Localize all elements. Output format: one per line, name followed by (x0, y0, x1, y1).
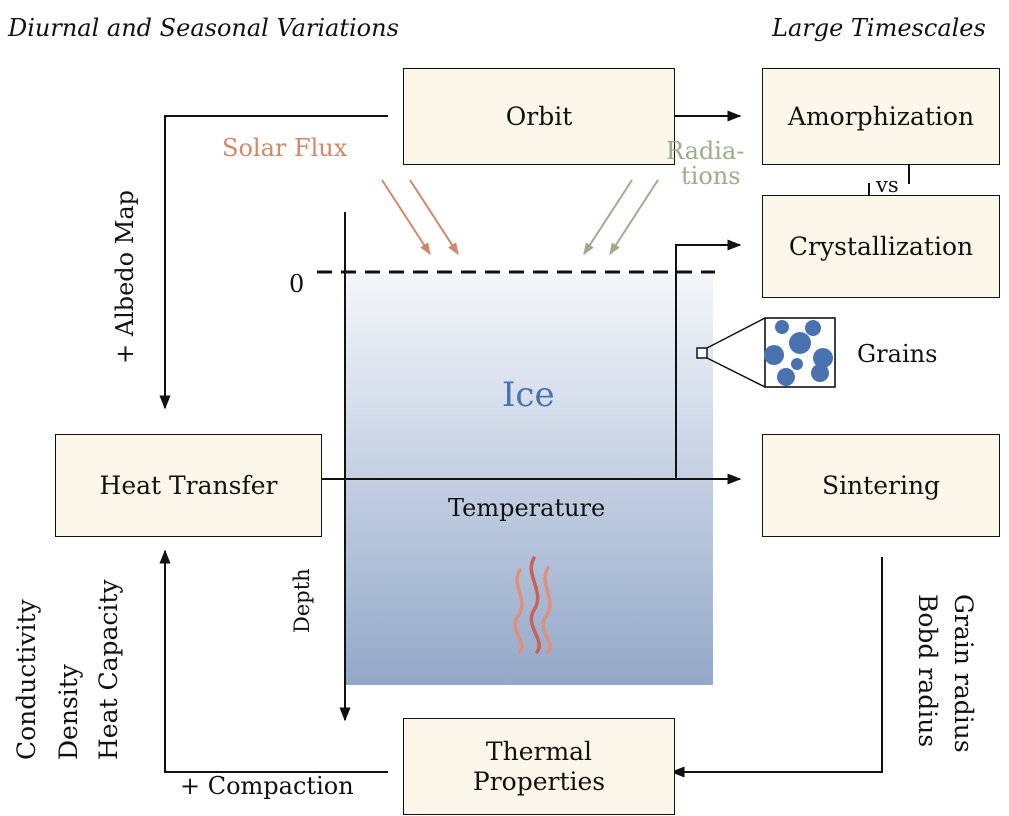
crystallization-label: Crystallization (788, 231, 974, 261)
orbit-label: Orbit (505, 101, 573, 131)
heat-capacity-label: Heat Capacity (94, 579, 123, 760)
vs-label: vs (876, 173, 899, 197)
solar-flux-arrow (409, 179, 459, 256)
depth-label: Depth (290, 568, 314, 633)
sintering-label: Sintering (821, 470, 941, 500)
grain-radius-label: Grain radius (949, 594, 978, 753)
heat-transfer-label: Heat Transfer (99, 470, 278, 500)
header-left: Diurnal and Seasonal Variations (8, 14, 399, 42)
solar-flux-arrow (381, 179, 431, 256)
temperature-label: Temperature (448, 494, 606, 522)
solar-flux-label: Solar Flux (222, 134, 348, 162)
radiation-arrow (583, 179, 633, 256)
density-label: Density (54, 664, 83, 760)
grains-label: Grains (857, 340, 938, 368)
temperature-to-crystallization-arrow (675, 239, 742, 479)
thermal-properties-label-line1: Thermal (485, 736, 593, 766)
grain-particles (764, 320, 833, 386)
radiations-label-line2: tions (681, 162, 741, 190)
surface-zero-label: 0 (289, 270, 305, 298)
albedo-map-label: + Albedo Map (111, 190, 139, 364)
thermal-properties-to-heat-transfer-arrow (159, 549, 388, 773)
sintering-to-thermal-properties-arrow (670, 557, 883, 778)
orbit-box: Orbit (403, 68, 675, 165)
radiations-label-line1: Radia- (666, 137, 745, 165)
radiation-arrow (609, 179, 659, 256)
sintering-box: Sintering (762, 434, 1000, 537)
conductivity-label: Conductivity (12, 599, 41, 760)
amorphization-label: Amorphization (787, 101, 975, 131)
thermal-properties-box: Thermal Properties (403, 718, 675, 815)
orbit-to-heat-transfer-arrow (159, 115, 388, 410)
heat-waves-icon (513, 556, 552, 654)
grains-magnifier (696, 317, 836, 388)
magnifier-line (706, 317, 766, 349)
grain-probe (696, 347, 708, 359)
bond-radius-label: Bobd radius (913, 594, 942, 748)
compaction-label: + Compaction (180, 772, 354, 800)
crystallization-box: Crystallization (762, 195, 1000, 298)
amorphization-box: Amorphization (762, 68, 1000, 165)
thermal-properties-label-line2: Properties (472, 766, 606, 796)
ice-label: Ice (502, 375, 555, 415)
magnifier-line (706, 357, 766, 388)
header-right: Large Timescales (772, 14, 986, 42)
heat-transfer-box: Heat Transfer (55, 434, 322, 537)
